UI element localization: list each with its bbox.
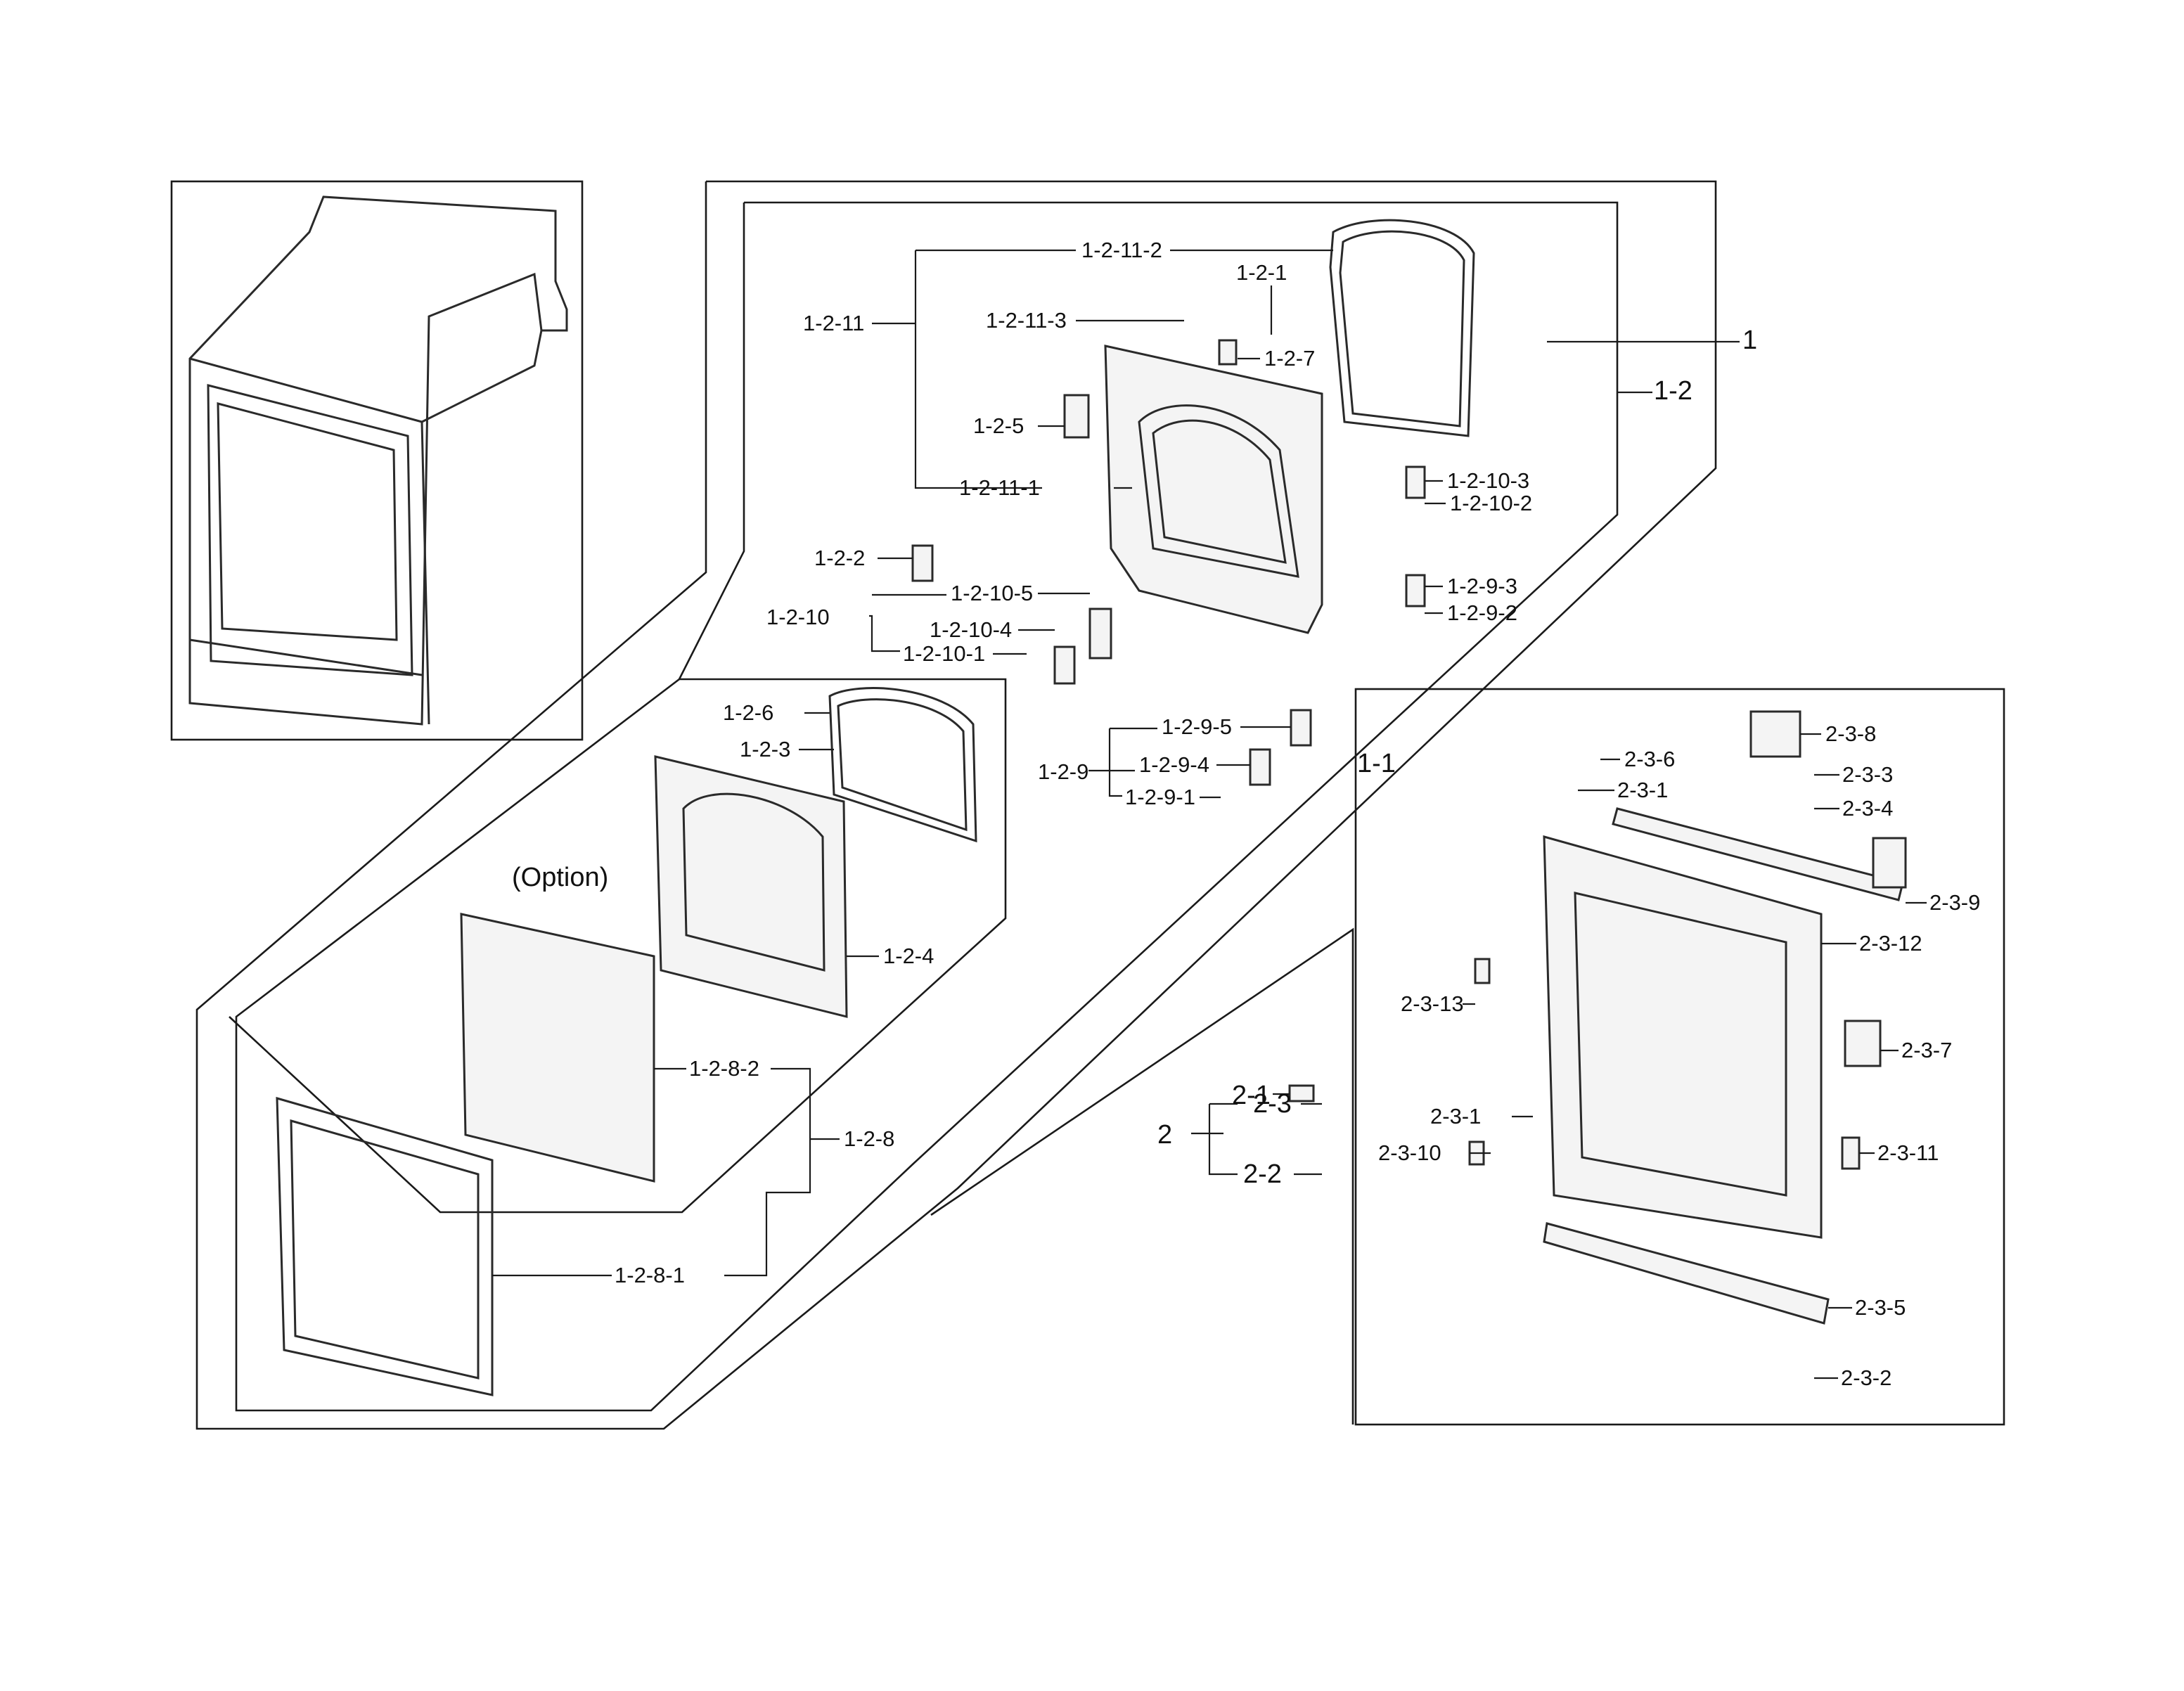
label-2-3-3: 2-3-3 (1842, 762, 1893, 787)
label-2-3-9: 2-3-9 (1929, 890, 1980, 915)
option-gasket-1-2-6 (828, 687, 977, 843)
label-2-3-12: 2-3-12 (1859, 931, 1922, 956)
label-1-2-10-2: 1-2-10-2 (1450, 491, 1532, 515)
label-1-2-8: 1-2-8 (844, 1126, 894, 1151)
frame-overview (170, 180, 584, 741)
label-1-2-9-1: 1-2-9-1 (1125, 785, 1195, 809)
label-1-2-8-2: 1-2-8-2 (689, 1056, 759, 1081)
door-2-panel (1543, 835, 1823, 1239)
part-2-3-13 (1474, 958, 1491, 984)
label-2-2: 2-2 (1243, 1159, 1282, 1189)
label-2-3-10: 2-3-10 (1378, 1140, 1441, 1165)
hinge-1-2-9-3 (1405, 574, 1426, 607)
part-2-3-11 (1841, 1136, 1861, 1170)
label-1-2-1: 1-2-1 (1236, 260, 1287, 285)
label-1-2-5: 1-2-5 (973, 413, 1024, 438)
hinge-1-2-2 (911, 544, 934, 582)
hinge-1-2-9-4 (1249, 748, 1271, 786)
door-handle-bar-2-3-5 (1543, 1222, 1830, 1325)
top-bracket-2-3-1 (1612, 807, 1904, 901)
label-2-3-8: 2-3-8 (1825, 721, 1876, 746)
hinge-2-3-9 (1872, 837, 1907, 889)
label-2-3-5: 2-3-5 (1855, 1295, 1906, 1320)
door-inner-frame (1104, 345, 1323, 634)
label-1-1: 1-1 (1357, 749, 1396, 778)
door-gasket-top (1329, 219, 1475, 437)
label-option: (Option) (512, 863, 608, 892)
frame-door-assembly-2-3 (930, 927, 1354, 1425)
label-2-3-11: 2-3-11 (1877, 1140, 1939, 1165)
hinge-2-3-7 (1844, 1020, 1882, 1067)
frame-option-door (229, 678, 1007, 1214)
label-1-2-6: 1-2-6 (723, 700, 773, 725)
option-door-panel-1-2-8-2 (460, 913, 655, 1183)
label-2: 2 (1157, 1120, 1172, 1150)
label-1-2-11-1: 1-2-11-1 (959, 475, 1040, 500)
part-labels: 1-2-11-2 1-2-1 1-2-11-3 1-2-11 1-2-7 1 1… (512, 238, 1980, 1390)
label-1-2-8-1: 1-2-8-1 (615, 1263, 685, 1287)
label-1-2-9-3: 1-2-9-3 (1447, 574, 1517, 598)
label-1-2-7: 1-2-7 (1264, 346, 1315, 371)
label-2-3-7: 2-3-7 (1901, 1038, 1952, 1062)
dryer-overview-illustration (188, 195, 568, 726)
label-1-2-10-4: 1-2-10-4 (930, 617, 1012, 642)
label-2-3-13: 2-3-13 (1401, 991, 1464, 1016)
label-2-3-6: 2-3-6 (1624, 747, 1675, 771)
label-2-1: 2-1 (1232, 1081, 1271, 1110)
label-1-2-11-2: 1-2-11-2 (1081, 238, 1162, 262)
hinge-bracket-1-2-7 (1218, 339, 1238, 366)
hinge-1-2-9-5 (1290, 709, 1312, 747)
frame-door-assembly-1 (195, 180, 1717, 1430)
label-1-2-11-3: 1-2-11-3 (986, 308, 1067, 333)
label-2-3-4: 2-3-4 (1842, 796, 1893, 821)
label-1-2-10-3: 1-2-10-3 (1447, 468, 1529, 493)
label-1-2-2: 1-2-2 (814, 546, 865, 570)
part-2-1 (1288, 1084, 1315, 1102)
label-1-2-9-5: 1-2-9-5 (1162, 714, 1232, 739)
label-1-2-3: 1-2-3 (740, 737, 790, 761)
label-1-2-11: 1-2-11 (803, 311, 864, 335)
hinge-bracket-1-2-5 (1063, 394, 1090, 439)
leader-lines (492, 249, 1927, 1380)
hinge-2-3-8 (1749, 710, 1801, 758)
label-1-2-10-1: 1-2-10-1 (903, 641, 985, 666)
label-1: 1 (1742, 326, 1757, 355)
frame-door-assembly-1-2 (235, 201, 1619, 1412)
label-2-3-1-top: 2-3-1 (1617, 778, 1668, 802)
label-2-3-2: 2-3-2 (1841, 1365, 1891, 1390)
hinge-1-2-10-3 (1405, 465, 1426, 499)
label-1-2-4: 1-2-4 (883, 944, 934, 968)
label-2-3: 2-3 (1253, 1089, 1292, 1119)
label-1-2-9: 1-2-9 (1038, 759, 1088, 784)
label-1-2-9-2: 1-2-9-2 (1447, 600, 1517, 625)
label-1-2-9-4: 1-2-9-4 (1139, 752, 1209, 777)
frame-door-assembly-2 (1354, 688, 2005, 1426)
label-1-2: 1-2 (1654, 376, 1692, 406)
hinge-1-2-10-4 (1053, 645, 1076, 685)
label-1-2-10: 1-2-10 (766, 605, 830, 629)
option-door-frame-1-2-4 (654, 755, 848, 1018)
label-2-3-1-bottom: 2-3-1 (1430, 1104, 1481, 1129)
label-1-2-10-5: 1-2-10-5 (951, 581, 1033, 605)
hinge-1-2-10-5 (1088, 607, 1112, 660)
option-door-trim-1-2-8-1 (276, 1096, 494, 1396)
